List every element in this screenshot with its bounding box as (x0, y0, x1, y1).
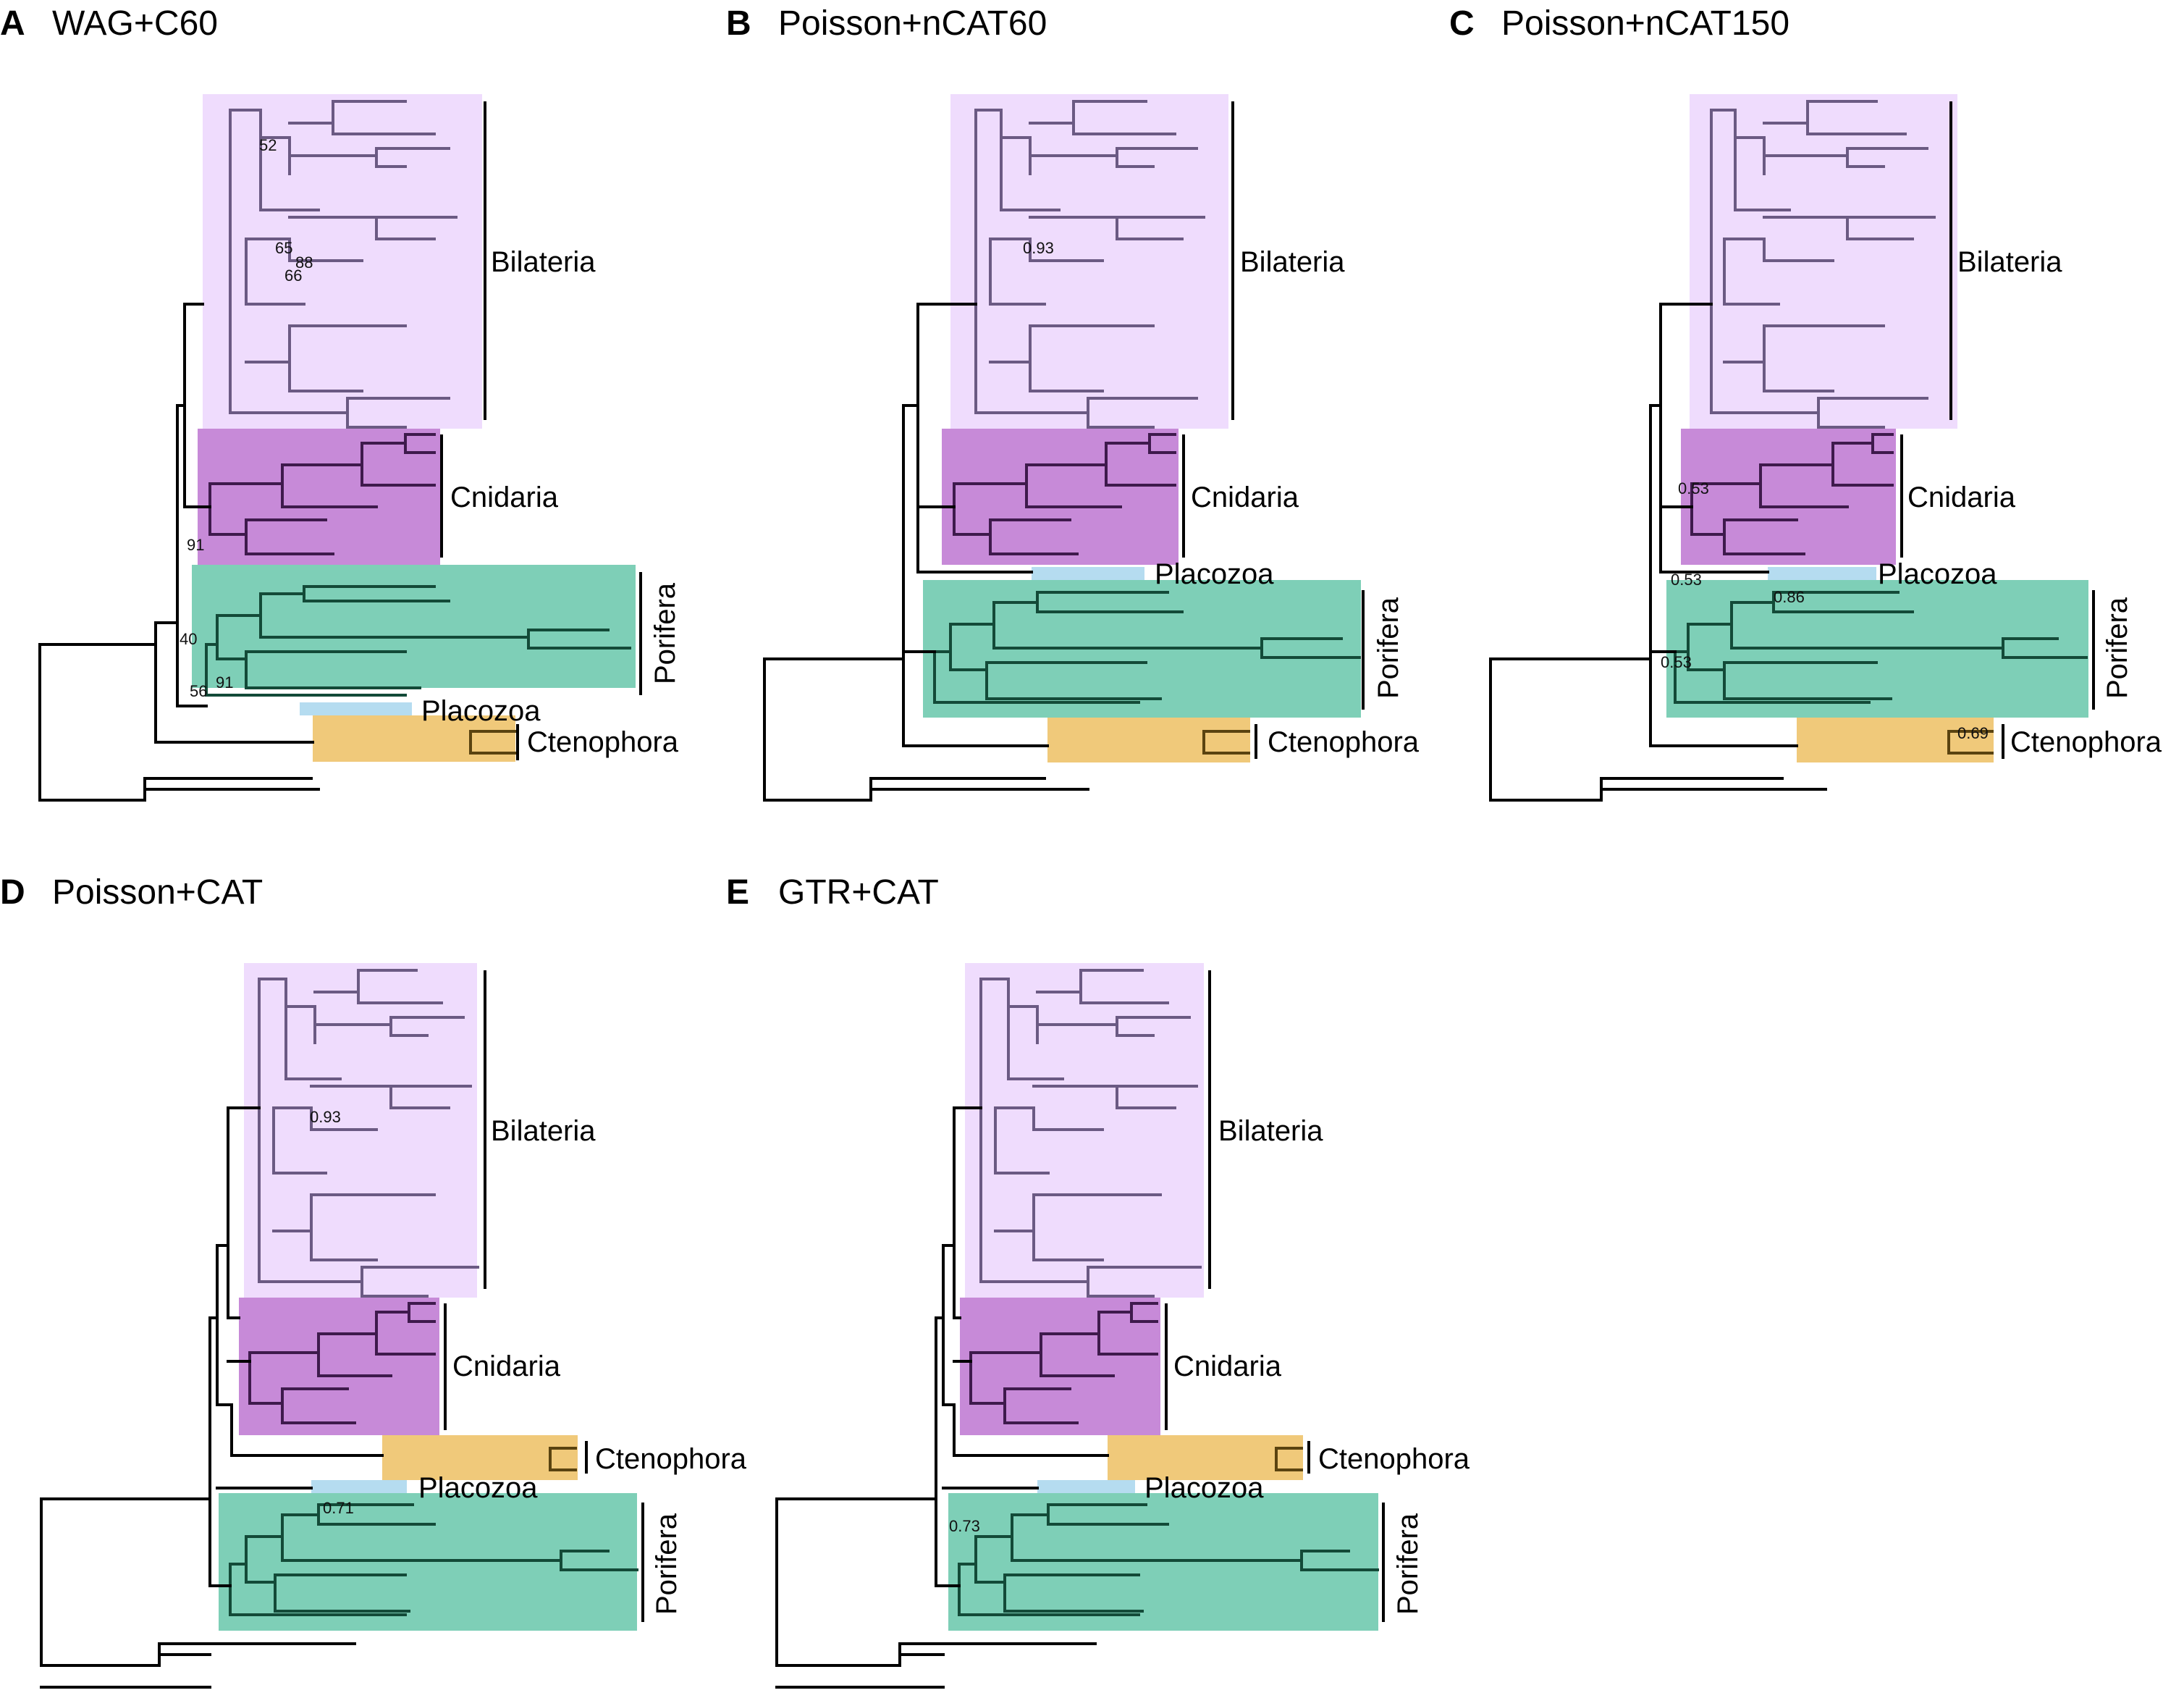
cnidaria-box (239, 1298, 439, 1435)
support-value: 88 (295, 253, 313, 272)
cnidaria-tree (248, 1302, 436, 1424)
panel-title: Poisson+CAT (52, 873, 263, 912)
ctenophora-label: Ctenophora (595, 1443, 747, 1475)
bilateria-label: Bilateria (491, 1115, 596, 1147)
support-value: 0.93 (310, 1108, 341, 1126)
ctenophora-box (1108, 1435, 1303, 1480)
support-value: 0.93 (1023, 239, 1054, 257)
panel-letter: B (726, 4, 751, 43)
bilateria-label: Bilateria (1218, 1115, 1323, 1147)
cnidaria-label: Cnidaria (452, 1350, 561, 1382)
bilateria-tree (974, 100, 1205, 429)
porifera-tree (205, 585, 631, 697)
ctenophora-label: Ctenophora (527, 726, 679, 758)
support-value: 0.71 (323, 1499, 354, 1517)
cnidaria-box (198, 429, 440, 565)
backbone-tree (38, 303, 320, 802)
ctenophora-label: Ctenophora (1318, 1443, 1470, 1475)
bilateria-label: Bilateria (1957, 246, 2062, 278)
porifera-label: Porifera (1373, 597, 1404, 699)
cnidaria-box (1681, 429, 1896, 565)
panel-title: Poisson+nCAT60 (778, 4, 1047, 43)
panel-title: GTR+CAT (778, 873, 939, 912)
cnidaria-label: Cnidaria (450, 482, 559, 513)
placozoa-label: Placozoa (421, 695, 541, 727)
support-value: 56 (190, 682, 207, 700)
bilateria-tree (979, 969, 1202, 1298)
support-value: 0.53 (1671, 571, 1702, 589)
panel-letter: C (1449, 4, 1475, 43)
backbone-tree (763, 303, 1089, 802)
placozoa-label: Placozoa (1878, 558, 1997, 590)
panel-e: E GTR+CAT 0.73 Bilateria Cnidaria Ctenop… (726, 873, 1470, 1689)
panel-title: Poisson+nCAT150 (1501, 4, 1789, 43)
support-value: 0.53 (1678, 479, 1709, 497)
cnidaria-label: Cnidaria (1191, 482, 1299, 513)
placozoa-label: Placozoa (418, 1472, 538, 1504)
cnidaria-tree (953, 433, 1176, 555)
ctenophora-tree (469, 730, 517, 755)
porifera-tree (229, 1503, 638, 1616)
placozoa-label: Placozoa (1155, 558, 1274, 590)
ctenophora-tree (1202, 730, 1250, 755)
support-value: 65 (275, 239, 292, 257)
ctenophora-label: Ctenophora (1268, 726, 1420, 758)
porifera-label: Porifera (649, 582, 681, 684)
cnidaria-tree (969, 1302, 1158, 1424)
backbone-tree (1489, 303, 1827, 802)
panel-d: D Poisson+CAT 0.93 0.71 Bilateria Cnidar… (0, 873, 747, 1689)
bilateria-label: Bilateria (1240, 246, 1345, 278)
cnidaria-tree (1690, 433, 1894, 555)
support-value: 91 (187, 536, 204, 554)
cnidaria-label: Cnidaria (1907, 482, 2016, 513)
panel-title: WAG+C60 (52, 4, 218, 43)
support-value: 52 (259, 136, 277, 154)
porifera-label: Porifera (1392, 1513, 1424, 1615)
panel-letter: A (0, 4, 25, 43)
bilateria-tree (258, 969, 479, 1298)
panel-a: A WAG+C60 52 65 88 66 40 56 91 91 (0, 4, 681, 802)
bilateria-tree (229, 100, 458, 429)
placozoa-box (311, 1480, 407, 1493)
panel-letter: D (0, 873, 25, 912)
ctenophora-tree (1275, 1447, 1303, 1471)
support-value: 91 (216, 673, 233, 692)
ctenophora-box (382, 1435, 578, 1480)
bilateria-tree (1710, 100, 1936, 429)
ctenophora-tree (1947, 730, 1994, 755)
support-value: 0.86 (1774, 588, 1805, 606)
support-value: 66 (284, 266, 302, 285)
placozoa-box (1037, 1480, 1135, 1493)
placozoa-box (300, 702, 412, 715)
cnidaria-box (960, 1298, 1160, 1435)
ctenophora-tree (549, 1447, 577, 1471)
cnidaria-label: Cnidaria (1173, 1350, 1282, 1382)
panel-letter: E (726, 873, 749, 912)
porifera-label: Porifera (651, 1513, 683, 1615)
ctenophora-box (1047, 718, 1250, 762)
placozoa-box (1768, 567, 1876, 580)
panel-c: C Poisson+nCAT150 0.53 0.86 0.53 0.69 0.… (1449, 4, 2162, 802)
backbone-tree (40, 1106, 384, 1689)
support-value: 0.69 (1957, 724, 1989, 742)
cnidaria-tree (208, 433, 436, 555)
placozoa-label: Placozoa (1144, 1472, 1264, 1504)
ctenophora-box (1797, 718, 1994, 762)
support-value: 0.53 (1661, 653, 1692, 671)
porifera-tree (933, 591, 1361, 704)
support-value: 40 (180, 630, 197, 648)
porifera-tree (958, 1503, 1379, 1616)
support-value: 0.73 (949, 1517, 980, 1535)
cnidaria-box (942, 429, 1179, 565)
backbone-tree (775, 1106, 1109, 1689)
placozoa-box (1032, 567, 1144, 580)
ctenophora-label: Ctenophora (2010, 726, 2162, 758)
panel-b: B Poisson+nCAT60 0.93 Bilateria Cnidaria… (726, 4, 1420, 802)
porifera-tree (1674, 591, 2088, 704)
porifera-label: Porifera (2101, 597, 2133, 699)
porifera-box (192, 565, 636, 688)
bilateria-label: Bilateria (491, 246, 596, 278)
